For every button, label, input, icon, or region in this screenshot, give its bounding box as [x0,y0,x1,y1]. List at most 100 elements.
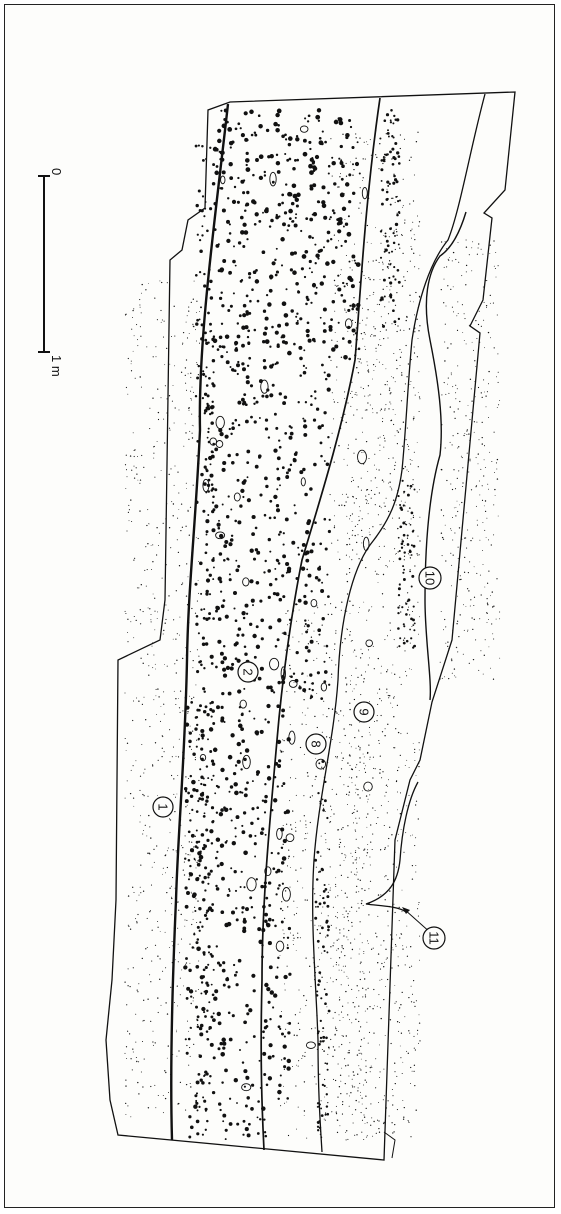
sediment-dot [163,868,164,869]
sediment-dot [295,1014,296,1015]
sediment-dot [365,349,366,350]
sediment-dot [375,810,376,811]
sediment-dot [359,607,360,608]
sediment-dot [383,279,386,282]
sediment-dot [343,715,344,716]
sediment-dot [414,749,415,750]
sediment-dot [183,965,187,969]
sediment-dot [336,950,337,951]
sediment-dot [498,404,499,405]
sediment-dot [196,947,201,952]
sediment-dot [227,127,232,132]
sediment-dot [392,156,395,159]
sediment-dot [288,1022,291,1025]
sediment-dot [245,1076,248,1079]
sediment-dot [280,908,282,910]
sediment-dot [212,722,215,725]
sediment-dot [336,1106,337,1107]
sediment-dot [486,518,487,519]
sediment-dot [249,896,252,899]
sediment-dot [384,796,385,797]
sediment-dot [498,265,499,266]
pebble [364,782,373,791]
sediment-dot [191,608,192,609]
sediment-dot [486,305,487,306]
sediment-dot [352,382,353,383]
sediment-dot [379,262,380,263]
sediment-dot [388,458,389,459]
sediment-dot [347,285,348,286]
sediment-dot [403,569,405,571]
sediment-dot [287,937,289,939]
sediment-dot [269,517,272,520]
sediment-dot [356,656,357,657]
sediment-dot [298,641,299,642]
sediment-dot [157,688,158,689]
sediment-dot [359,757,360,758]
sediment-dot [169,818,170,819]
sediment-dot [349,755,350,756]
sediment-dot [359,1102,360,1103]
sediment-dot [392,1095,393,1096]
sediment-dot [476,457,477,458]
sediment-dot [387,1100,388,1101]
sediment-dot [322,1040,324,1042]
sediment-dot [345,182,349,186]
sediment-dot [368,385,369,386]
sediment-dot [140,865,141,866]
sediment-dot [321,977,322,978]
sediment-dot [355,262,357,264]
sediment-dot [352,269,353,270]
sediment-dot [166,348,167,349]
sediment-dot [488,646,489,647]
sediment-dot [143,663,144,664]
sediment-dot [366,795,367,796]
sediment-dot [403,205,404,206]
sediment-dot [326,736,327,737]
sediment-dot [457,365,458,366]
sediment-dot [188,310,189,311]
sediment-dot [357,358,358,359]
sediment-dot [322,1049,323,1050]
sediment-dot [400,755,401,756]
sediment-dot [337,187,338,188]
sediment-dot [299,317,302,320]
sediment-dot [161,322,162,323]
sediment-dot [235,764,237,766]
sediment-dot [335,897,336,898]
sediment-dot [389,289,390,290]
sediment-dot [457,571,458,572]
sediment-dot [284,1036,286,1038]
sediment-dot [279,1028,281,1030]
sediment-dot [195,395,197,397]
sediment-dot [414,314,415,315]
sediment-dot [305,367,307,369]
sediment-dot [392,1132,393,1133]
sediment-dot [346,976,347,977]
sediment-dot [247,336,249,338]
sediment-dot [362,518,363,519]
sediment-dot [271,852,273,854]
sediment-dot [477,520,478,521]
sediment-dot [167,415,168,416]
sediment-dot [498,516,499,517]
sediment-dot [319,140,324,145]
sediment-dot [402,911,403,912]
sediment-dot [196,746,198,748]
sediment-dot [415,292,416,293]
sediment-dot [464,313,465,314]
sediment-dot [182,583,183,584]
sediment-dot [210,870,213,873]
sediment-dot [196,810,199,813]
sediment-dot [142,1041,143,1042]
sediment-dot [328,849,330,851]
sediment-dot [205,158,207,160]
sediment-dot [441,533,442,534]
sediment-dot [344,391,345,392]
sediment-dot [321,200,325,204]
sediment-dot [240,886,242,888]
sediment-dot [441,424,442,425]
sediment-dot [264,795,268,799]
sediment-dot [382,262,383,263]
sediment-dot [456,623,457,624]
